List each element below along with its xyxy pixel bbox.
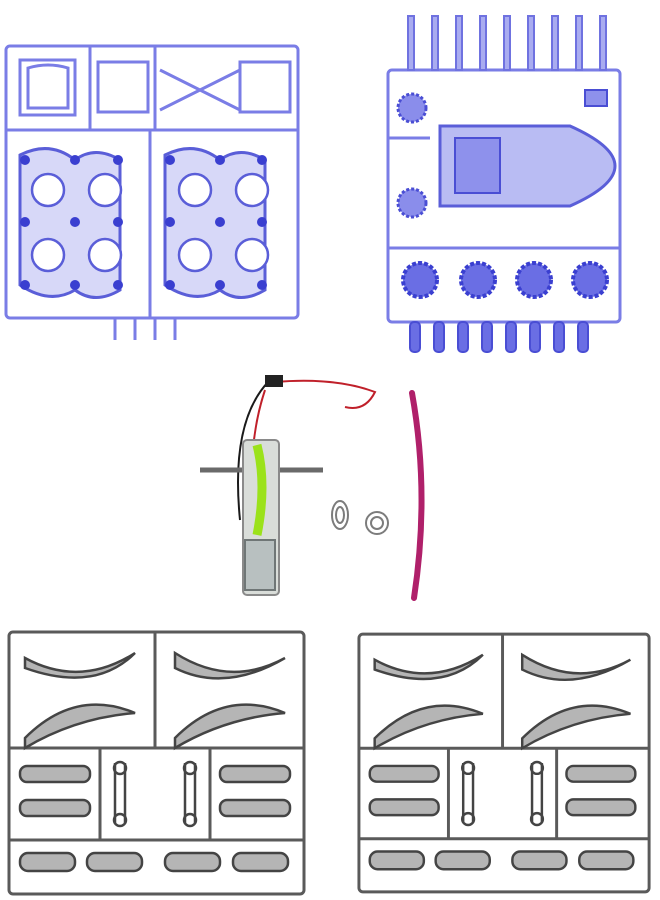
blue-sprue-left [0, 40, 310, 345]
motor-with-wires [195, 370, 385, 605]
magenta-tube [400, 385, 440, 605]
blue-sprue-right [380, 8, 630, 368]
battery-contacts [325, 495, 395, 545]
gray-sprue-left [5, 628, 310, 898]
gray-sprue-right [355, 628, 655, 898]
